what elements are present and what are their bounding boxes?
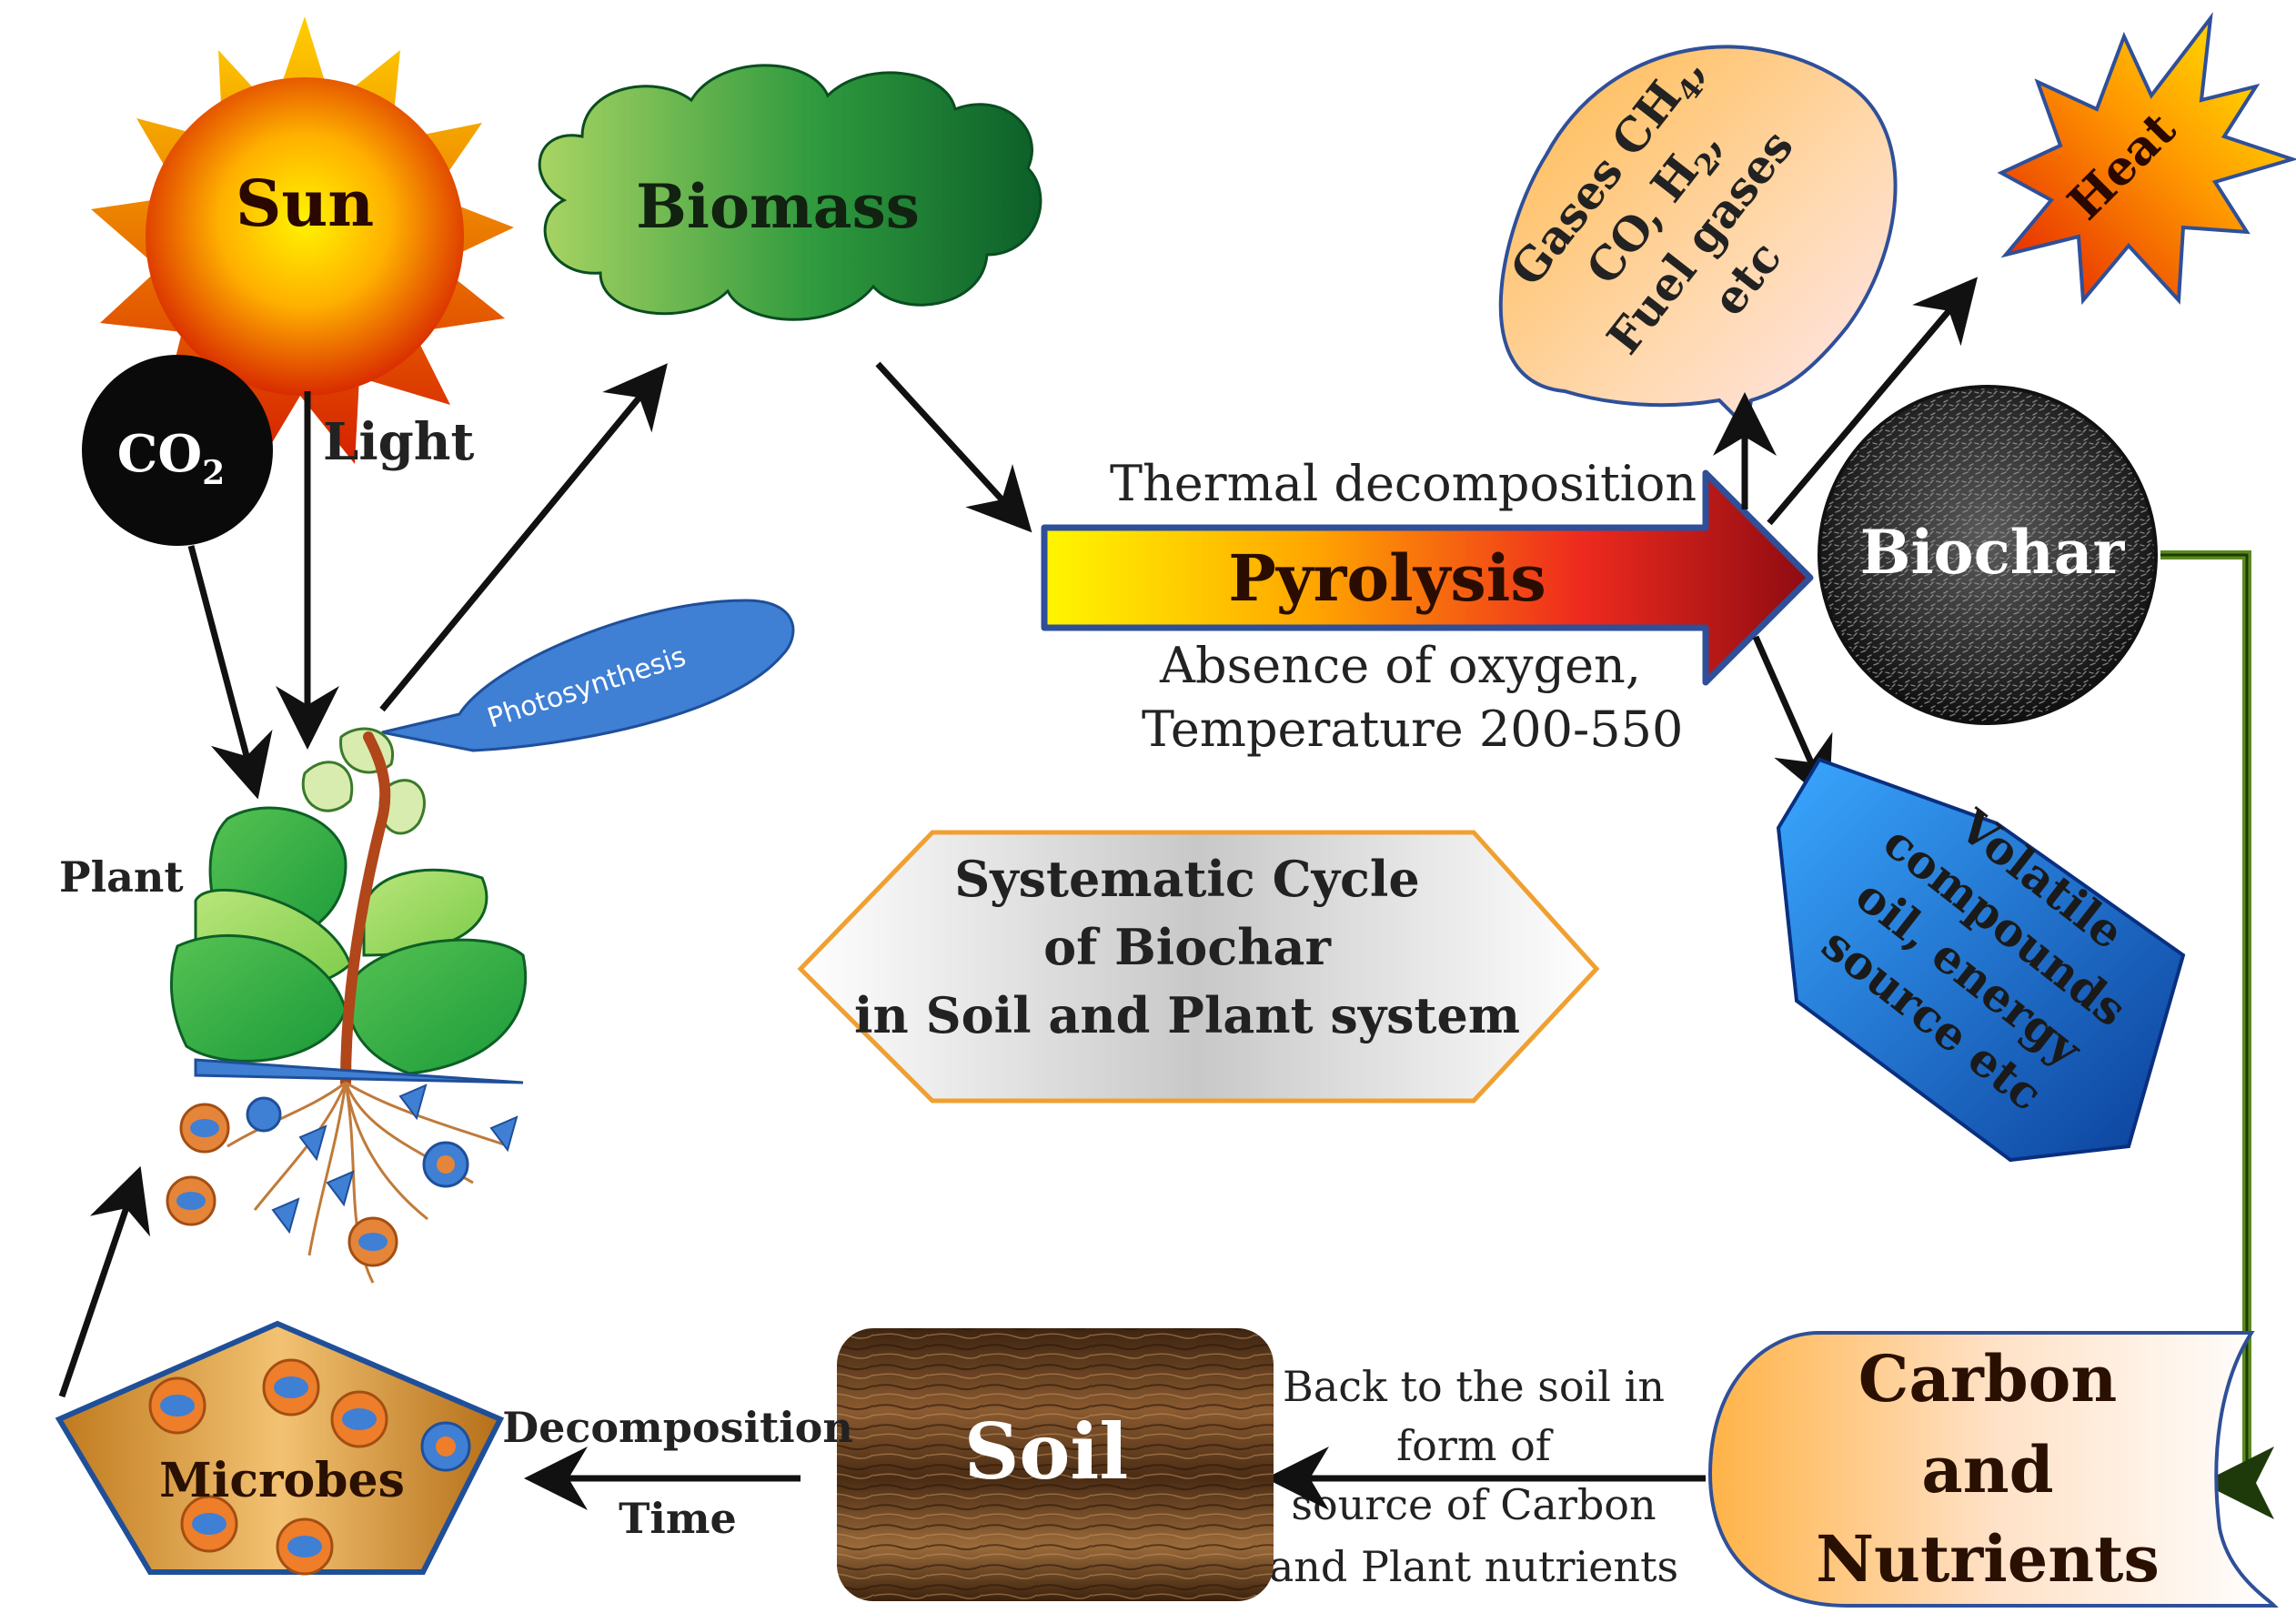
soil-microbe-icon (246, 1096, 282, 1133)
center-line-2: of Biochar (1043, 918, 1331, 976)
carbon-scroll-icon (1707, 1331, 2279, 1608)
sun-disc-icon (146, 77, 464, 396)
heat-node: Heat (1997, 12, 2296, 306)
arrow-biochar-to-carbon-outline (2160, 553, 2249, 1485)
arrow-biomass-to-pyrolysis (875, 361, 1032, 533)
photosynthesis-bubble-icon (381, 599, 795, 752)
microbe-icon (262, 1358, 320, 1416)
back-to-soil-line-4: and Plant nutrients (1269, 1542, 1678, 1591)
plant-illustration: Plant (59, 727, 528, 1284)
decomposition-label: Decomposition (502, 1403, 853, 1452)
center-hexagon-icon (797, 830, 1600, 1104)
pyrolysis-below-text-1: Absence of oxygen, (1159, 637, 1641, 694)
arrow-co2-to-plant (187, 545, 273, 800)
volatile-text-group: Volatile compounds oil, energy source et… (1812, 798, 2137, 1121)
microbe-icon (330, 1390, 388, 1448)
root-nodule-icon (271, 1084, 519, 1235)
soil-microbe-icon (347, 1216, 398, 1267)
microbes-node: Microbes (55, 1320, 505, 1576)
gases-node: Gases CH4, CO, H2, Fuel gases etc (1498, 42, 1898, 432)
biochar-label: Biochar (1860, 517, 2126, 588)
carbon-line-1: Carbon (1858, 1341, 2117, 1416)
soil-microbe-icon (166, 1175, 217, 1226)
back-to-soil-line-3: source of Carbon (1291, 1480, 1656, 1529)
biomass-cloud-icon (538, 64, 1042, 321)
back-to-soil-line-1: Back to the soil in (1283, 1362, 1665, 1411)
biomass-node: Biomass (538, 64, 1042, 321)
co2-label: CO2 (117, 424, 225, 492)
soil-node: Soil (837, 1328, 1274, 1601)
carbon-line-2: and (1921, 1432, 2053, 1507)
soil-microbe-icon (422, 1141, 469, 1188)
co2-bubble-icon (82, 355, 273, 546)
arrow-plant-to-biomass (379, 363, 668, 712)
center-line-3: in Soil and Plant system (854, 986, 1520, 1044)
arrow-pyrolysis-to-volatile (1752, 635, 1833, 803)
leaf-icon (301, 761, 354, 812)
back-to-soil-caption: Back to the soil in form of source of Ca… (1269, 1362, 1678, 1591)
carbon-line-3: Nutrients (1816, 1521, 2160, 1597)
back-to-soil-line-2: form of (1396, 1421, 1554, 1470)
center-line-1: Systematic Cycle (954, 850, 1419, 908)
leaf-icon (347, 938, 528, 1075)
arrow-pyrolysis-to-heat (1767, 277, 1979, 526)
microbes-label: Microbes (159, 1453, 405, 1508)
pyrolysis-above-text: Thermal decomposition (1110, 455, 1697, 512)
heat-burst-icon (1997, 12, 2296, 306)
pyrolysis-node: Thermal decomposition Pyrolysis Absence … (1041, 455, 1814, 758)
soil-label: Soil (964, 1406, 1129, 1497)
soil-texture-icon (837, 1328, 1274, 1601)
co2-subscript: 2 (202, 454, 225, 492)
carbon-nutrients-node: Carbon and Nutrients (1707, 1331, 2279, 1608)
biomass-label: Biomass (636, 171, 920, 242)
plant-label: Plant (59, 852, 184, 902)
arrow-microbes-to-plant (58, 1165, 151, 1398)
pyrolysis-label: Pyrolysis (1228, 540, 1546, 616)
microbe-icon (420, 1421, 471, 1472)
volatile-hexagon-icon (1776, 757, 2186, 1163)
microbe-icon (276, 1517, 334, 1576)
pyrolysis-below-text-2: Temperature 200-550 (1142, 701, 1683, 758)
decomposition-time-label: Time (619, 1494, 737, 1543)
co2-text: CO (117, 424, 202, 484)
pyrolysis-arrow-icon (1041, 469, 1814, 686)
light-label: Light (323, 412, 475, 472)
photosynthesis-callout: Photosynthesis (381, 599, 795, 752)
sun-node: Sun (91, 16, 514, 464)
volatile-node: Volatile compounds oil, energy source et… (1776, 757, 2186, 1163)
sun-label: Sun (236, 166, 374, 241)
microbe-icon (180, 1495, 238, 1553)
co2-node: CO2 (82, 355, 273, 546)
biochar-node: Biochar (1818, 385, 2158, 725)
biochar-texture-icon (1821, 388, 2154, 721)
microbe-icon (148, 1376, 206, 1435)
center-title-node: Systematic Cycle of Biochar in Soil and … (797, 830, 1600, 1104)
ground-line-icon (194, 1058, 524, 1084)
leaf-icon (170, 933, 347, 1063)
plant-stem-icon (340, 731, 391, 1088)
soil-microbe-icon (179, 1103, 230, 1154)
